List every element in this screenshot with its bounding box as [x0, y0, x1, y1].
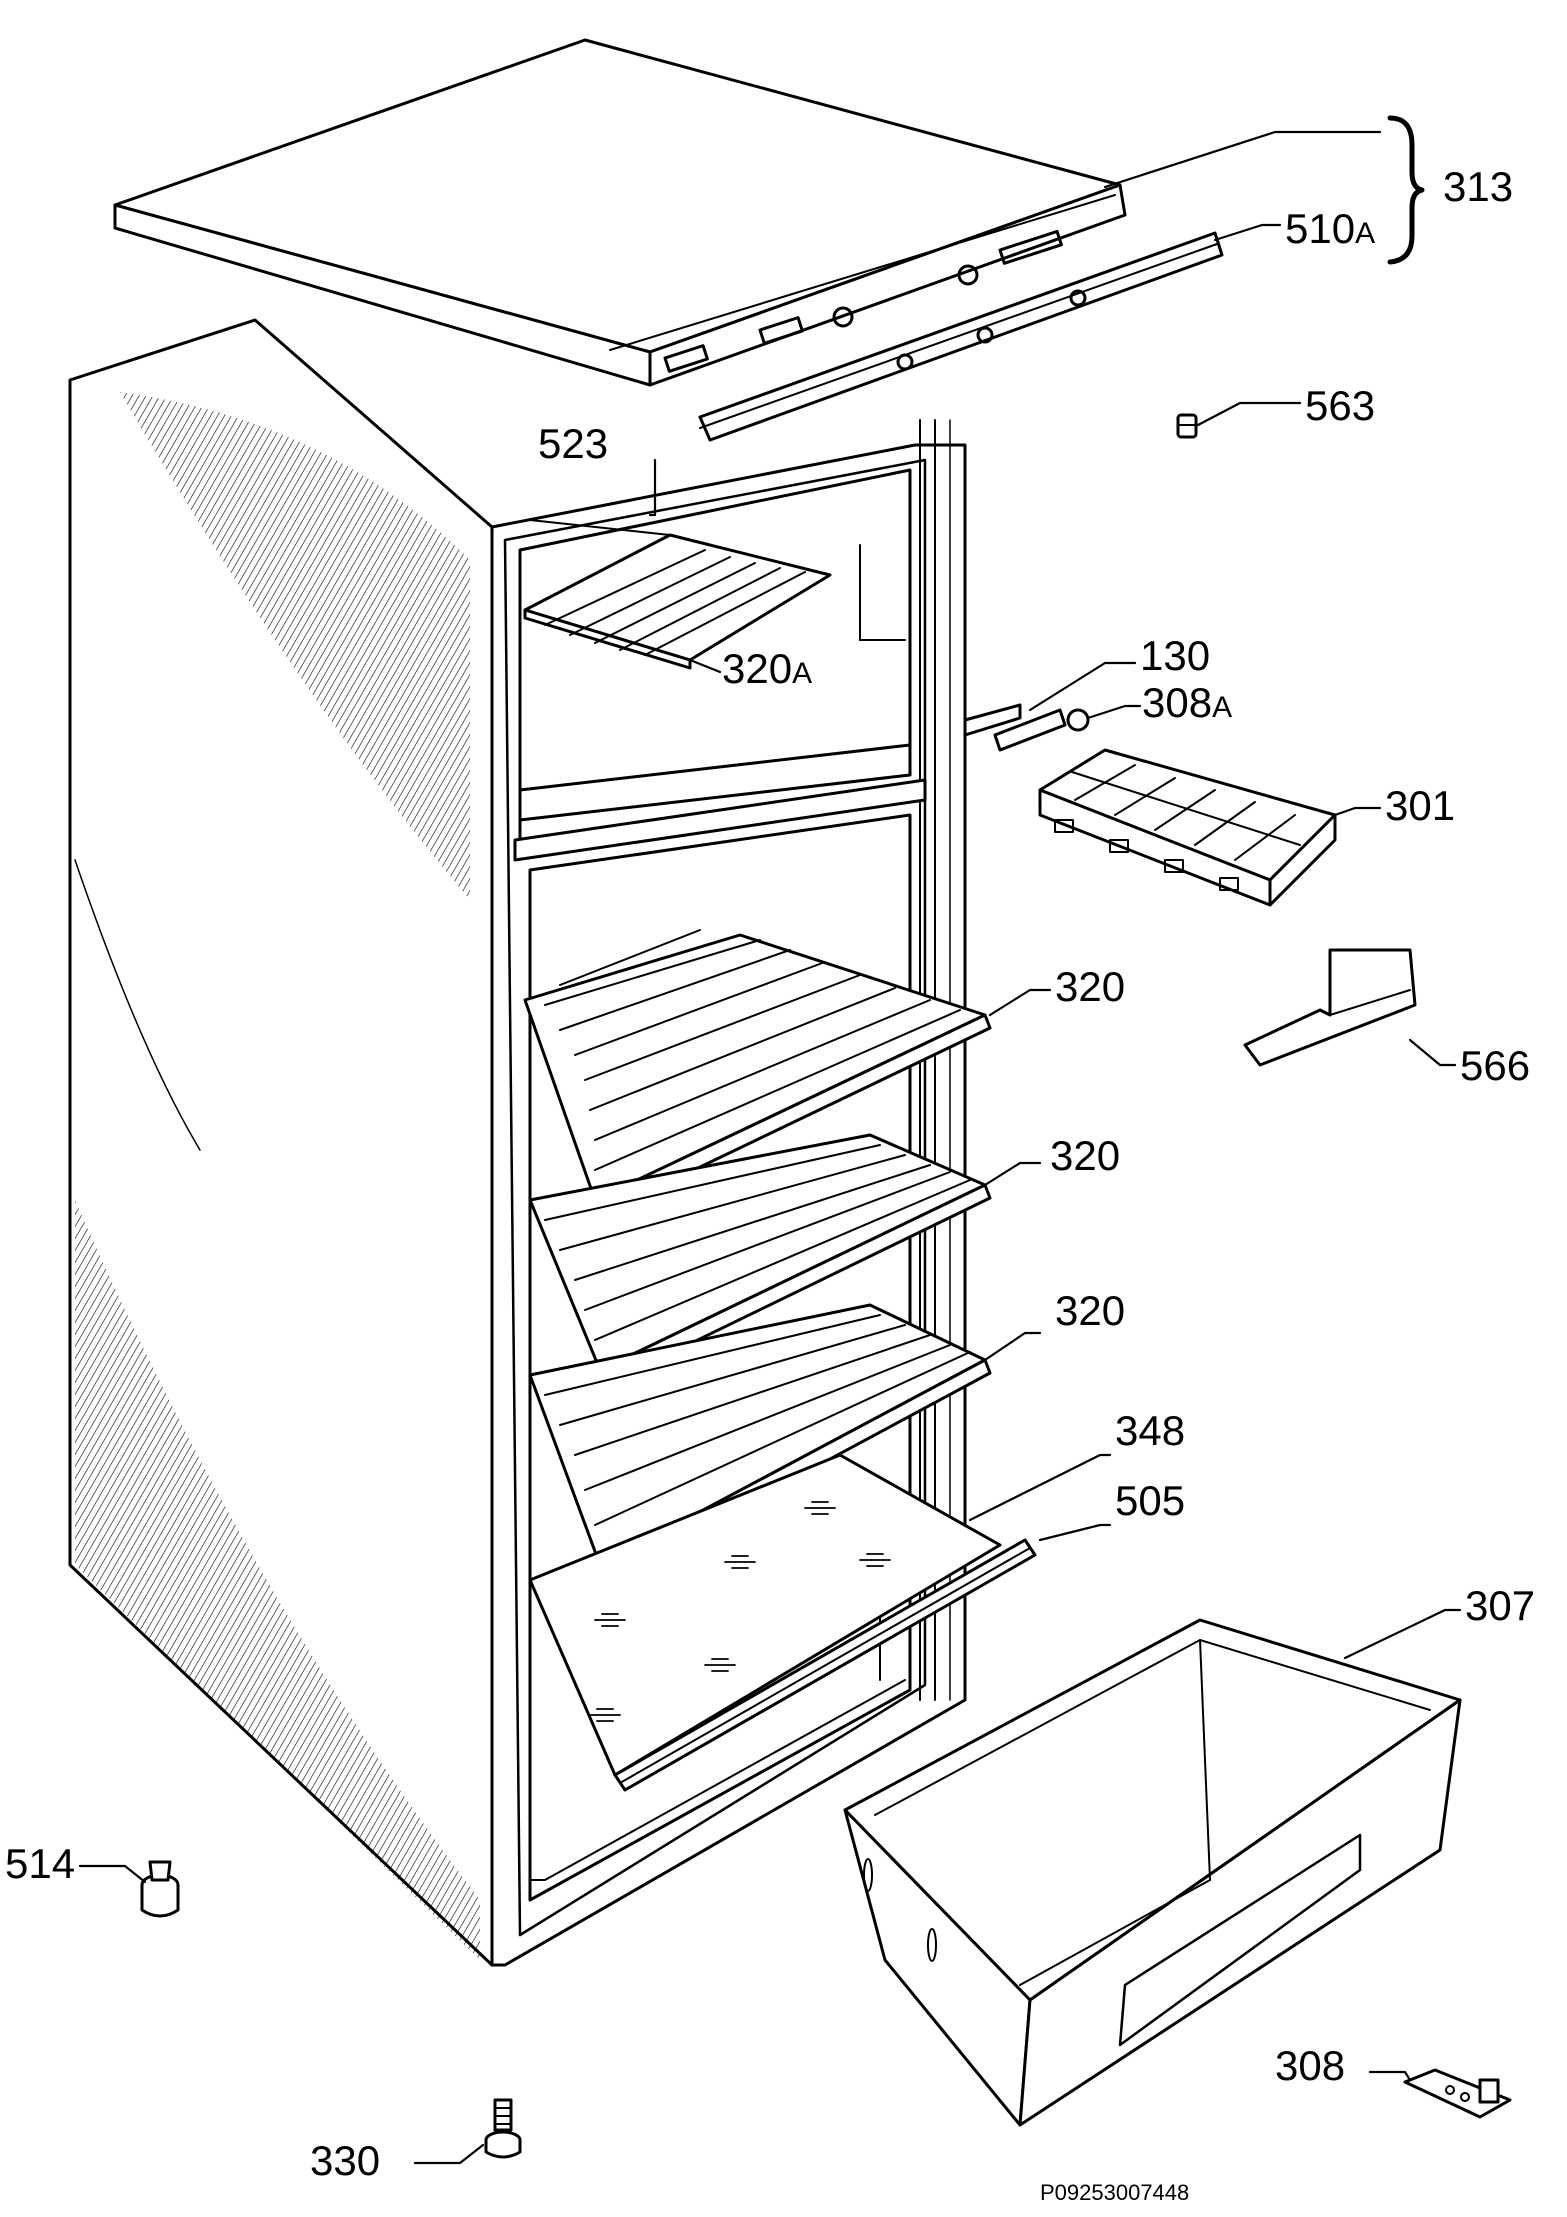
- freezer-shelf: [523, 519, 832, 670]
- screw-foot-330: [484, 2098, 522, 2159]
- ice-tray: [1038, 748, 1337, 907]
- callout-313: 313: [1443, 163, 1514, 210]
- callout-348: 348: [1115, 1407, 1186, 1454]
- callout-301: 301: [1385, 782, 1456, 829]
- callout-320-middle: 320: [1050, 1132, 1121, 1179]
- callout-566: 566: [1460, 1042, 1531, 1089]
- callout-514: 514: [5, 1840, 76, 1887]
- leader-lines: [78, 130, 1462, 2165]
- hinge-308a: [993, 708, 1090, 752]
- crisper-drawer: [843, 1618, 1462, 2127]
- callout-320-lower: 320: [1055, 1287, 1126, 1334]
- foot-514: [140, 1860, 180, 1918]
- callout-523: 523: [538, 420, 609, 467]
- top-cover: [113, 38, 1127, 387]
- callout-320-upper: 320: [1055, 963, 1126, 1010]
- group-bracket: [1387, 115, 1425, 265]
- callout-563: 563: [1305, 382, 1376, 429]
- callout-308: 308: [1275, 2042, 1346, 2089]
- hinge-308: [1403, 2068, 1512, 2119]
- glass-plate: [528, 1453, 1002, 1777]
- hinge-130: [963, 703, 1022, 737]
- plug-563: [1176, 413, 1198, 439]
- callout-510a: 510A: [1285, 205, 1376, 252]
- frame-strip: [613, 1538, 1037, 1792]
- callout-505: 505: [1115, 1477, 1186, 1524]
- callout-330: 330: [310, 2137, 381, 2184]
- callout-307: 307: [1465, 1582, 1536, 1629]
- callout-130: 130: [1140, 632, 1211, 679]
- shelf-2: [528, 1133, 992, 1387]
- ice-scraper: [1243, 948, 1417, 1067]
- callout-308a: 308A: [1142, 679, 1233, 726]
- trim-strip: [698, 231, 1224, 442]
- callout-320a: 320A: [722, 645, 813, 692]
- document-code: P09253007448: [1040, 2180, 1190, 2205]
- shelf-1: [523, 929, 992, 1217]
